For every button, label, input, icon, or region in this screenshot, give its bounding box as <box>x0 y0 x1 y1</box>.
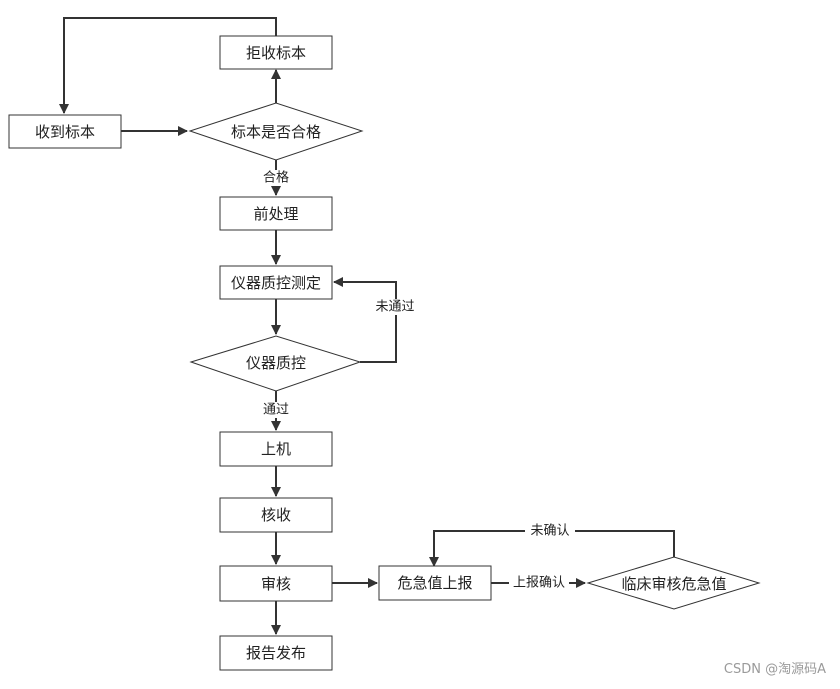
node-instrument-qc-test-label: 仪器质控测定 <box>231 274 321 292</box>
node-instrument-qc-test: 仪器质控测定 <box>219 265 333 300</box>
node-verify-receipt-label: 核收 <box>261 506 291 524</box>
svg-text:未确认: 未确认 <box>530 524 569 539</box>
node-on-machine: 上机 <box>219 431 333 467</box>
svg-text:未通过: 未通过 <box>375 300 414 315</box>
node-reject: 拒收标本 <box>219 35 333 70</box>
node-instrument-qc: 仪器质控 <box>189 335 362 392</box>
edge-qc-fail-loop <box>333 277 397 363</box>
watermark: CSDN @淘源码A <box>724 662 826 677</box>
node-report-release-label: 报告发布 <box>246 644 306 662</box>
svg-text:通过: 通过 <box>263 403 289 418</box>
node-instrument-qc-label: 仪器质控 <box>246 354 306 372</box>
node-review: 审核 <box>219 565 333 602</box>
node-critical-report: 危急值上报 <box>378 565 492 601</box>
node-clinical-review: 临床审核危急值 <box>586 556 761 610</box>
node-clinical-review-label: 临床审核危急值 <box>621 575 726 593</box>
edge-label-not-passed: 未通过 <box>372 299 418 315</box>
node-review-label: 审核 <box>261 575 291 593</box>
edge-label-report-confirm: 上报确认 <box>509 574 569 592</box>
edge-label-not-confirmed: 未确认 <box>525 522 575 540</box>
svg-text:合格: 合格 <box>263 170 289 186</box>
edge-label-passed: 通过 <box>256 402 296 418</box>
node-receive: 收到标本 <box>8 114 122 149</box>
node-receive-label: 收到标本 <box>35 123 95 141</box>
node-reject-label: 拒收标本 <box>246 44 306 62</box>
node-report-release: 报告发布 <box>219 635 333 671</box>
node-on-machine-label: 上机 <box>261 440 291 458</box>
svg-text:上报确认: 上报确认 <box>513 576 565 591</box>
node-preprocess: 前处理 <box>219 196 333 231</box>
edge-reject-to-receive <box>59 17 277 114</box>
node-preprocess-label: 前处理 <box>253 205 298 223</box>
node-qualified-check-label: 标本是否合格 <box>231 123 321 141</box>
node-qualified-check: 标本是否合格 <box>188 102 364 161</box>
edge-label-qualified: 合格 <box>256 170 296 186</box>
node-critical-report-label: 危急值上报 <box>397 574 472 592</box>
node-verify-receipt: 核收 <box>219 497 333 533</box>
